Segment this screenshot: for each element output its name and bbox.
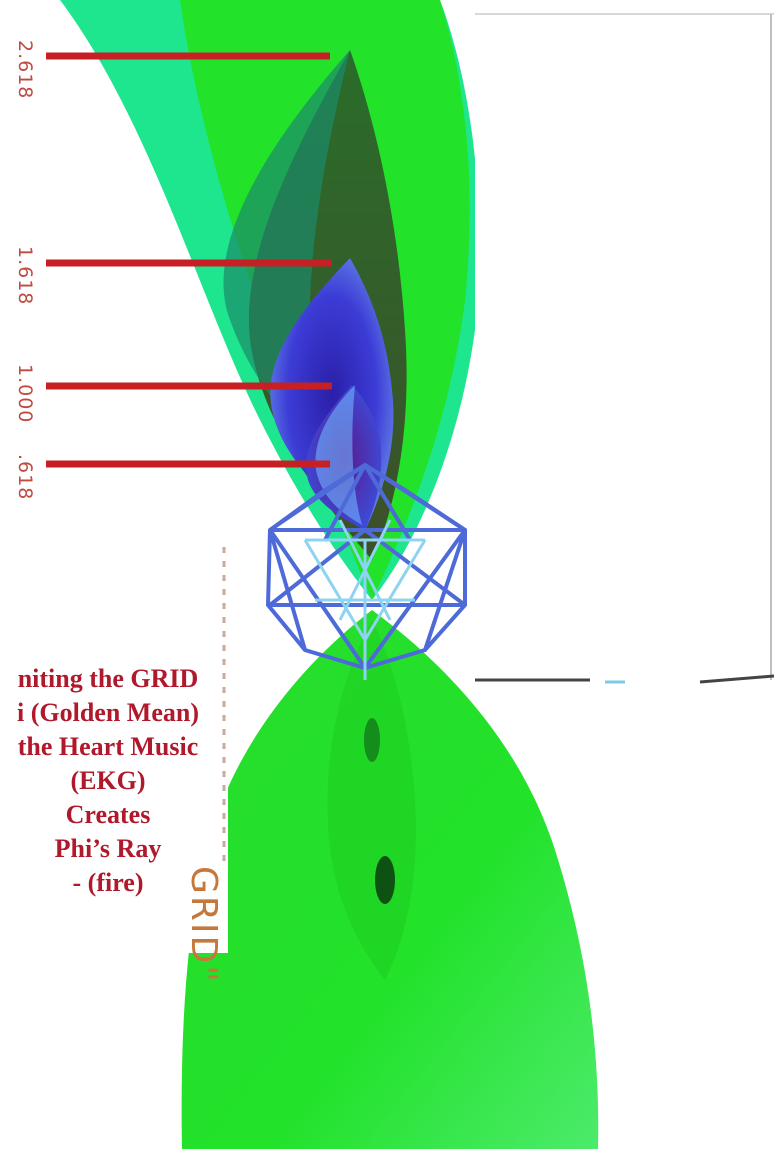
caption-line-4: (EKG) (70, 766, 146, 795)
caption-text: niting the GRID i (Golden Mean) the Hear… (0, 662, 244, 900)
caption-line-3: the Heart Music (17, 732, 199, 761)
caption-line-6: Phi’s Ray (54, 834, 162, 863)
caption-line-1: niting the GRID (17, 664, 199, 693)
right-panel (475, 14, 774, 679)
scale-label-618: .618 (14, 454, 36, 501)
icosahedron-inner (303, 519, 427, 680)
caption-panel (0, 547, 228, 863)
lower-dark-spot-2 (375, 856, 395, 904)
scale-label-1618: 1.618 (14, 246, 36, 306)
scale-label-2618: 2.618 (14, 40, 36, 100)
caption-line-2: i (Golden Mean) (17, 698, 199, 727)
caption-line-7: - (fire) (72, 868, 144, 897)
lower-dark-spot-1 (364, 718, 380, 762)
caption-line-5: Creates (65, 800, 151, 829)
scale-label-1000: 1.000 (14, 364, 36, 424)
